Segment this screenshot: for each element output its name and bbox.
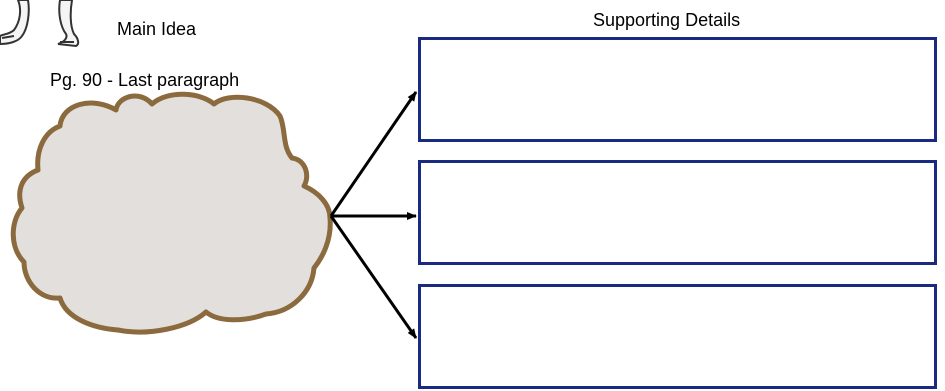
supporting-detail-box-1[interactable] bbox=[418, 37, 937, 142]
main-idea-cloud bbox=[10, 91, 333, 335]
arrow-to-detail-1 bbox=[329, 91, 418, 217]
arrow-to-detail-3 bbox=[329, 215, 418, 339]
supporting-detail-box-2[interactable] bbox=[418, 160, 937, 265]
page-reference-label: Pg. 90 - Last paragraph bbox=[50, 70, 240, 90]
supporting-details-heading: Supporting Details bbox=[593, 10, 741, 30]
supporting-detail-box-3[interactable] bbox=[418, 284, 937, 389]
legs-clipart-icon bbox=[0, 0, 80, 48]
main-idea-label: Main Idea bbox=[117, 19, 197, 39]
